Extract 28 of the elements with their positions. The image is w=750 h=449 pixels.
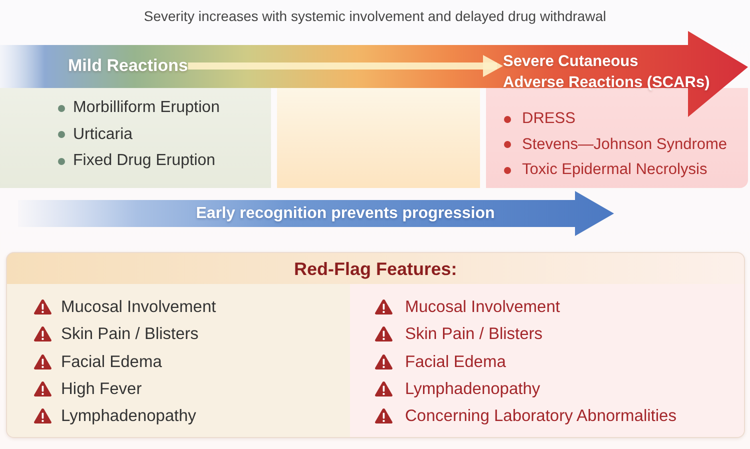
feature-column (350, 284, 744, 437)
list-item: Morbilliform Eruption (73, 98, 220, 118)
list-item: Mucosal Involvement (405, 297, 560, 317)
category-heading: Severe Cutaneous Adverse Reactions (SCARs) (503, 51, 710, 93)
list-item: Facial Edema (61, 352, 162, 372)
list-item: Fixed Drug Eruption (73, 151, 216, 171)
category-heading: Mild Reactions (68, 55, 188, 77)
list-item: Mucosal Involvement (61, 297, 216, 317)
list-item: Urticaria (73, 124, 133, 144)
reaction-panel (0, 88, 271, 188)
feature-box (6, 252, 745, 438)
feature-column (7, 284, 350, 437)
section-heading: Red-Flag Features: (294, 258, 458, 281)
list-item: Skin Pain / Blisters (61, 324, 199, 344)
title-text: Severity increases with systemic involvement and delayed drug withdrawal (144, 8, 606, 24)
empty-panel (277, 88, 480, 188)
banner-arrow (18, 191, 614, 236)
list-item: DRESS (522, 109, 576, 129)
banner-text: Early recognition prevents progression (196, 204, 495, 224)
list-item: Lymphadenopathy (61, 406, 196, 426)
list-item: Lymphadenopathy (405, 378, 540, 399)
list-item: Facial Edema (405, 352, 506, 372)
list-item: Stevens—Johnson Syndrome (522, 134, 728, 154)
list-item: High Fever (61, 378, 142, 399)
list-item: Concerning Laboratory Abnormalities (405, 406, 676, 426)
list-item: Toxic Epidermal Necrolysis (522, 160, 708, 180)
arrow (188, 55, 503, 77)
list-item: Skin Pain / Blisters (405, 324, 543, 344)
